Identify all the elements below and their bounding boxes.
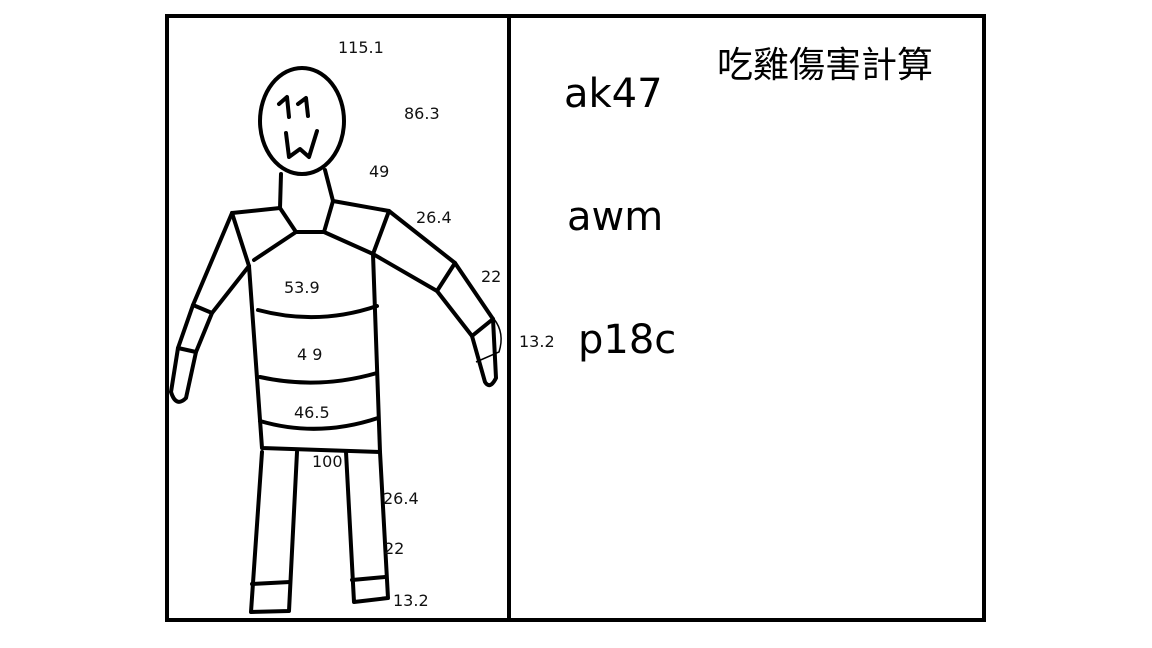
right-forearm-shape bbox=[435, 261, 495, 338]
weapon-awm[interactable]: awm bbox=[567, 194, 664, 240]
damage-label-hand: 13.2 bbox=[519, 332, 555, 351]
left-leg-shape bbox=[249, 450, 299, 614]
neck-shape bbox=[278, 168, 335, 234]
damage-label-shin: 22 bbox=[384, 539, 405, 558]
torso-band-2 bbox=[258, 371, 379, 385]
damage-label-pelvis: 100 bbox=[312, 452, 343, 471]
damage-label-thigh: 26.4 bbox=[383, 489, 419, 508]
damage-label-stomach: 46.5 bbox=[294, 403, 330, 422]
right-hand-shape bbox=[470, 317, 498, 388]
right-foot-line bbox=[350, 575, 387, 582]
hand-damage-marker bbox=[475, 318, 502, 363]
right-arm-shape bbox=[371, 209, 457, 293]
damage-label-forearm: 22 bbox=[481, 267, 502, 286]
face-eyes bbox=[277, 95, 310, 119]
page-title: 吃雞傷害計算 bbox=[717, 45, 934, 86]
weapon-p18c[interactable]: p18c bbox=[578, 317, 677, 363]
torso-band-1 bbox=[256, 304, 379, 320]
torso-shape bbox=[230, 199, 391, 454]
left-hand-shape bbox=[169, 346, 198, 404]
damage-label-neck: 49 bbox=[369, 162, 390, 181]
head-shape bbox=[258, 66, 346, 176]
left-arm-shape bbox=[191, 211, 251, 315]
damage-label-chest-upper: 53.9 bbox=[284, 278, 320, 297]
damage-label-head: 86.3 bbox=[404, 104, 440, 123]
right-leg-shape bbox=[344, 450, 390, 604]
damage-label-head-top: 115.1 bbox=[338, 38, 384, 57]
damage-label-foot: 13.2 bbox=[393, 591, 429, 610]
torso-band-3 bbox=[258, 416, 380, 431]
left-forearm-shape bbox=[176, 303, 214, 354]
right-panel-frame bbox=[507, 14, 986, 622]
torso-collar bbox=[252, 230, 375, 262]
damage-label-shoulder: 26.4 bbox=[416, 208, 452, 227]
weapon-ak47[interactable]: ak47 bbox=[564, 71, 663, 117]
damage-label-chest-middle: 4 9 bbox=[297, 345, 323, 364]
left-foot-line bbox=[250, 580, 292, 586]
face-mouth bbox=[284, 129, 319, 159]
